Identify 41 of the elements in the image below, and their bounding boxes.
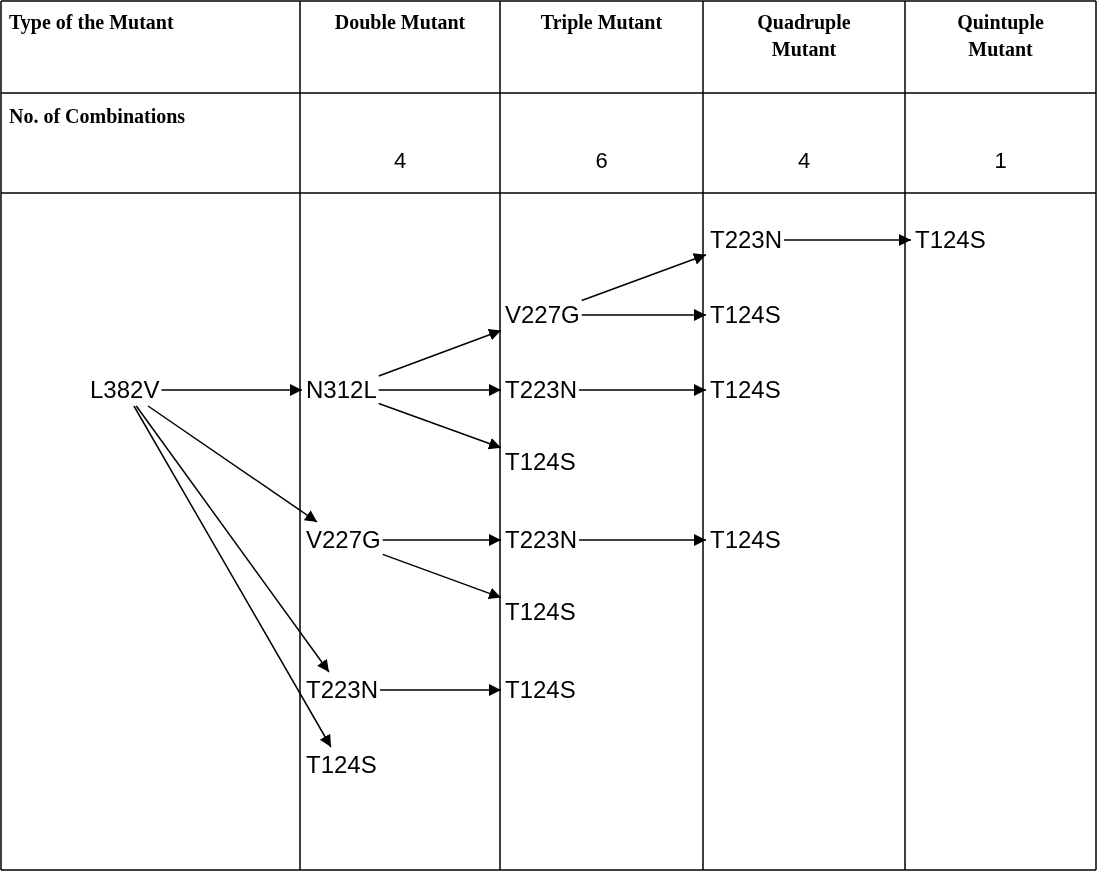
- mutation-label: T223N: [505, 526, 578, 554]
- arrow: [381, 553, 502, 600]
- arrow: [378, 384, 502, 396]
- mutation-label: V227G: [505, 301, 580, 329]
- arrow: [580, 253, 707, 302]
- mutation-label: T223N: [306, 676, 379, 704]
- arrow: [133, 405, 332, 748]
- row-header: No. of Combinations: [9, 104, 187, 129]
- table-cell-text: 4: [796, 148, 812, 174]
- arrow: [378, 402, 502, 450]
- mutation-label: L382V: [90, 376, 160, 404]
- mutation-label: T124S: [505, 676, 576, 704]
- mutation-label: T124S: [505, 598, 576, 626]
- arrow: [578, 534, 707, 546]
- mutation-label: T124S: [306, 751, 377, 779]
- arrow: [783, 234, 912, 246]
- mutation-label: T124S: [710, 301, 781, 329]
- arrow: [381, 534, 502, 546]
- mutation-label: T124S: [505, 448, 576, 476]
- arrow: [379, 684, 502, 696]
- table-cell-text: 6: [594, 148, 609, 174]
- arrow: [578, 384, 707, 396]
- column-header: Quadruple Mutant: [756, 10, 852, 62]
- mutation-label: N312L: [306, 376, 377, 404]
- arrow: [580, 309, 707, 321]
- mutation-label: T124S: [710, 376, 781, 404]
- table-cell-text: 4: [392, 148, 408, 174]
- mutation-label: T223N: [710, 226, 783, 254]
- arrow: [135, 405, 330, 673]
- mutation-label: T124S: [915, 226, 986, 254]
- mutation-label: T124S: [710, 526, 781, 554]
- column-header: Triple Mutant: [539, 10, 664, 36]
- column-header: Double Mutant: [333, 10, 467, 35]
- arrow: [378, 329, 502, 377]
- mutation-label: V227G: [306, 526, 381, 554]
- arrow: [160, 384, 303, 396]
- mutation-label: T223N: [505, 376, 578, 404]
- column-header: Quintuple Mutant: [956, 10, 1045, 62]
- arrow: [147, 405, 318, 523]
- table-cell-text: 1: [993, 148, 1008, 174]
- column-header: Type of the Mutant: [9, 10, 175, 36]
